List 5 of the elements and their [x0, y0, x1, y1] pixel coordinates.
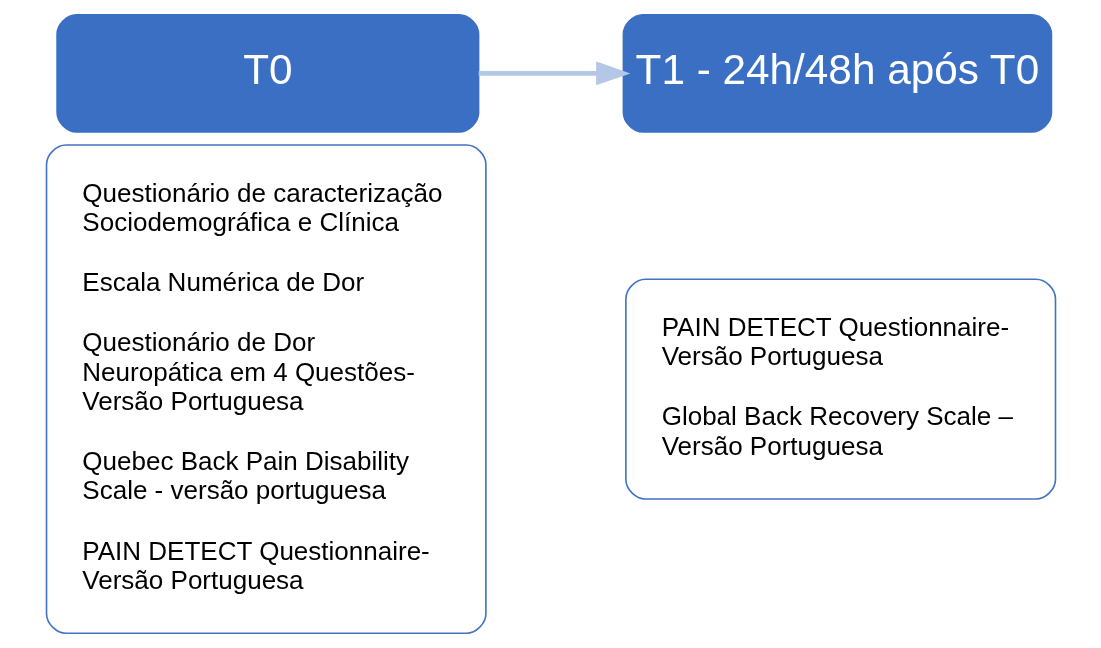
- node-box: T0: [55, 14, 479, 133]
- arrow: [478, 61, 630, 86]
- node-box: PAIN DETECT Questionnaire- Versão Portuguesa Global Back Recovery Scale – Versão Portuguesa: [624, 278, 1056, 500]
- node-box: Questionário de caracterização Sociodemográfica e Clínica Escala Numérica de Dor Questionário de Dor Neuropática em 4 Questões- Versão Portuguesa Quebec Back Pain Disability Scale - versão portuguesa PAIN DETECT Questionnaire- Versão Portuguesa: [45, 144, 487, 634]
- node-box: T1 - 24h/48h após T0: [622, 14, 1052, 133]
